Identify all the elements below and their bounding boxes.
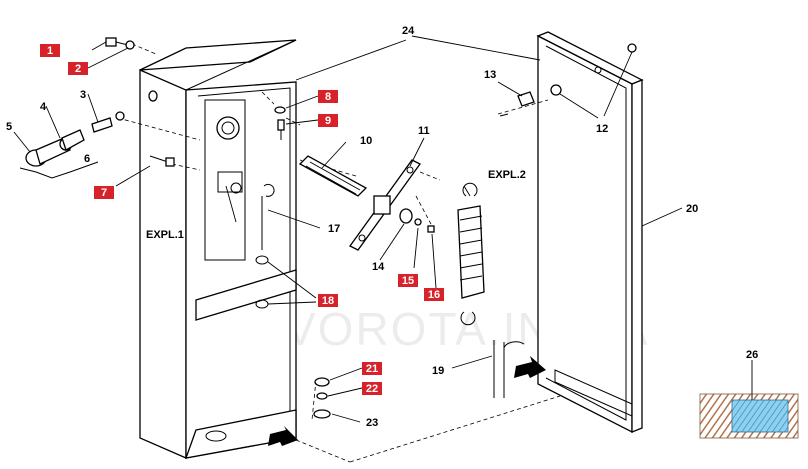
spring-guide-rod-10 [298,155,368,197]
callout-tag-1: 1 [40,44,60,57]
svg-text:2: 2 [75,63,81,75]
callout-tag-16: 16 [424,288,444,301]
bolt-9 [277,119,285,140]
lever-plate-11 [349,159,421,251]
callout-tag-2: 2 [68,62,88,75]
nut-washer-21-23 [313,377,331,419]
cabinet-housing [139,39,297,459]
nut-8 [274,106,286,114]
callout-24: 24 [402,25,415,37]
leader-lines [13,35,683,423]
svg-text:21: 21 [366,363,378,375]
callout-tag-8: 8 [318,90,338,103]
balance-spring [457,182,485,326]
washer-14-15-16 [399,208,435,233]
svg-text:1: 1 [47,45,53,57]
callout-tag-7: 7 [94,186,114,199]
callout-26: 26 [746,349,758,361]
assembly-guide-lines [117,43,561,463]
callout-13: 13 [484,69,496,81]
insert-arrow-icon [514,356,546,378]
leader-8 [285,95,319,109]
callout-tag-15: 15 [398,274,418,287]
screw-and-washer-1-2 [105,37,135,50]
callout-10: 10 [360,135,372,147]
svg-text:9: 9 [325,115,331,127]
callout-12: 12 [596,123,608,135]
label-expl2: EXPL.2 [488,169,526,181]
svg-text:22: 22 [366,383,378,395]
insert-arrow-icon [268,426,298,446]
callout-23: 23 [366,417,378,429]
bolt-7 [149,155,175,167]
callout-tag-21: 21 [362,362,382,375]
callout-17: 17 [328,223,340,235]
cable-gland-assembly-3-6 [19,111,125,179]
label-expl1: EXPL.1 [146,229,184,241]
svg-text:15: 15 [402,275,414,287]
fasteners-12 [499,43,637,117]
callout-3: 3 [80,89,86,101]
support-post-19 [493,340,525,398]
svg-text:8: 8 [325,91,331,103]
material-swatch-26 [699,360,799,439]
callout-19: 19 [432,365,444,377]
callout-20: 20 [686,203,698,215]
callout-14: 14 [372,261,385,273]
svg-text:18: 18 [322,295,334,307]
svg-text:16: 16 [428,289,440,301]
leader-21 [329,367,363,381]
svg-text:7: 7 [101,187,107,199]
nut-13 [517,91,535,107]
leader-22 [327,387,363,397]
callout-tag-18: 18 [318,294,338,307]
callout-6: 6 [84,153,90,165]
leader-9 [285,119,319,125]
door-panel [536,31,644,434]
callout-11: 11 [418,125,430,137]
callout-tag-9: 9 [318,114,338,127]
callout-4: 4 [40,101,47,113]
callout-5: 5 [6,121,12,133]
callout-tag-22: 22 [362,382,382,395]
